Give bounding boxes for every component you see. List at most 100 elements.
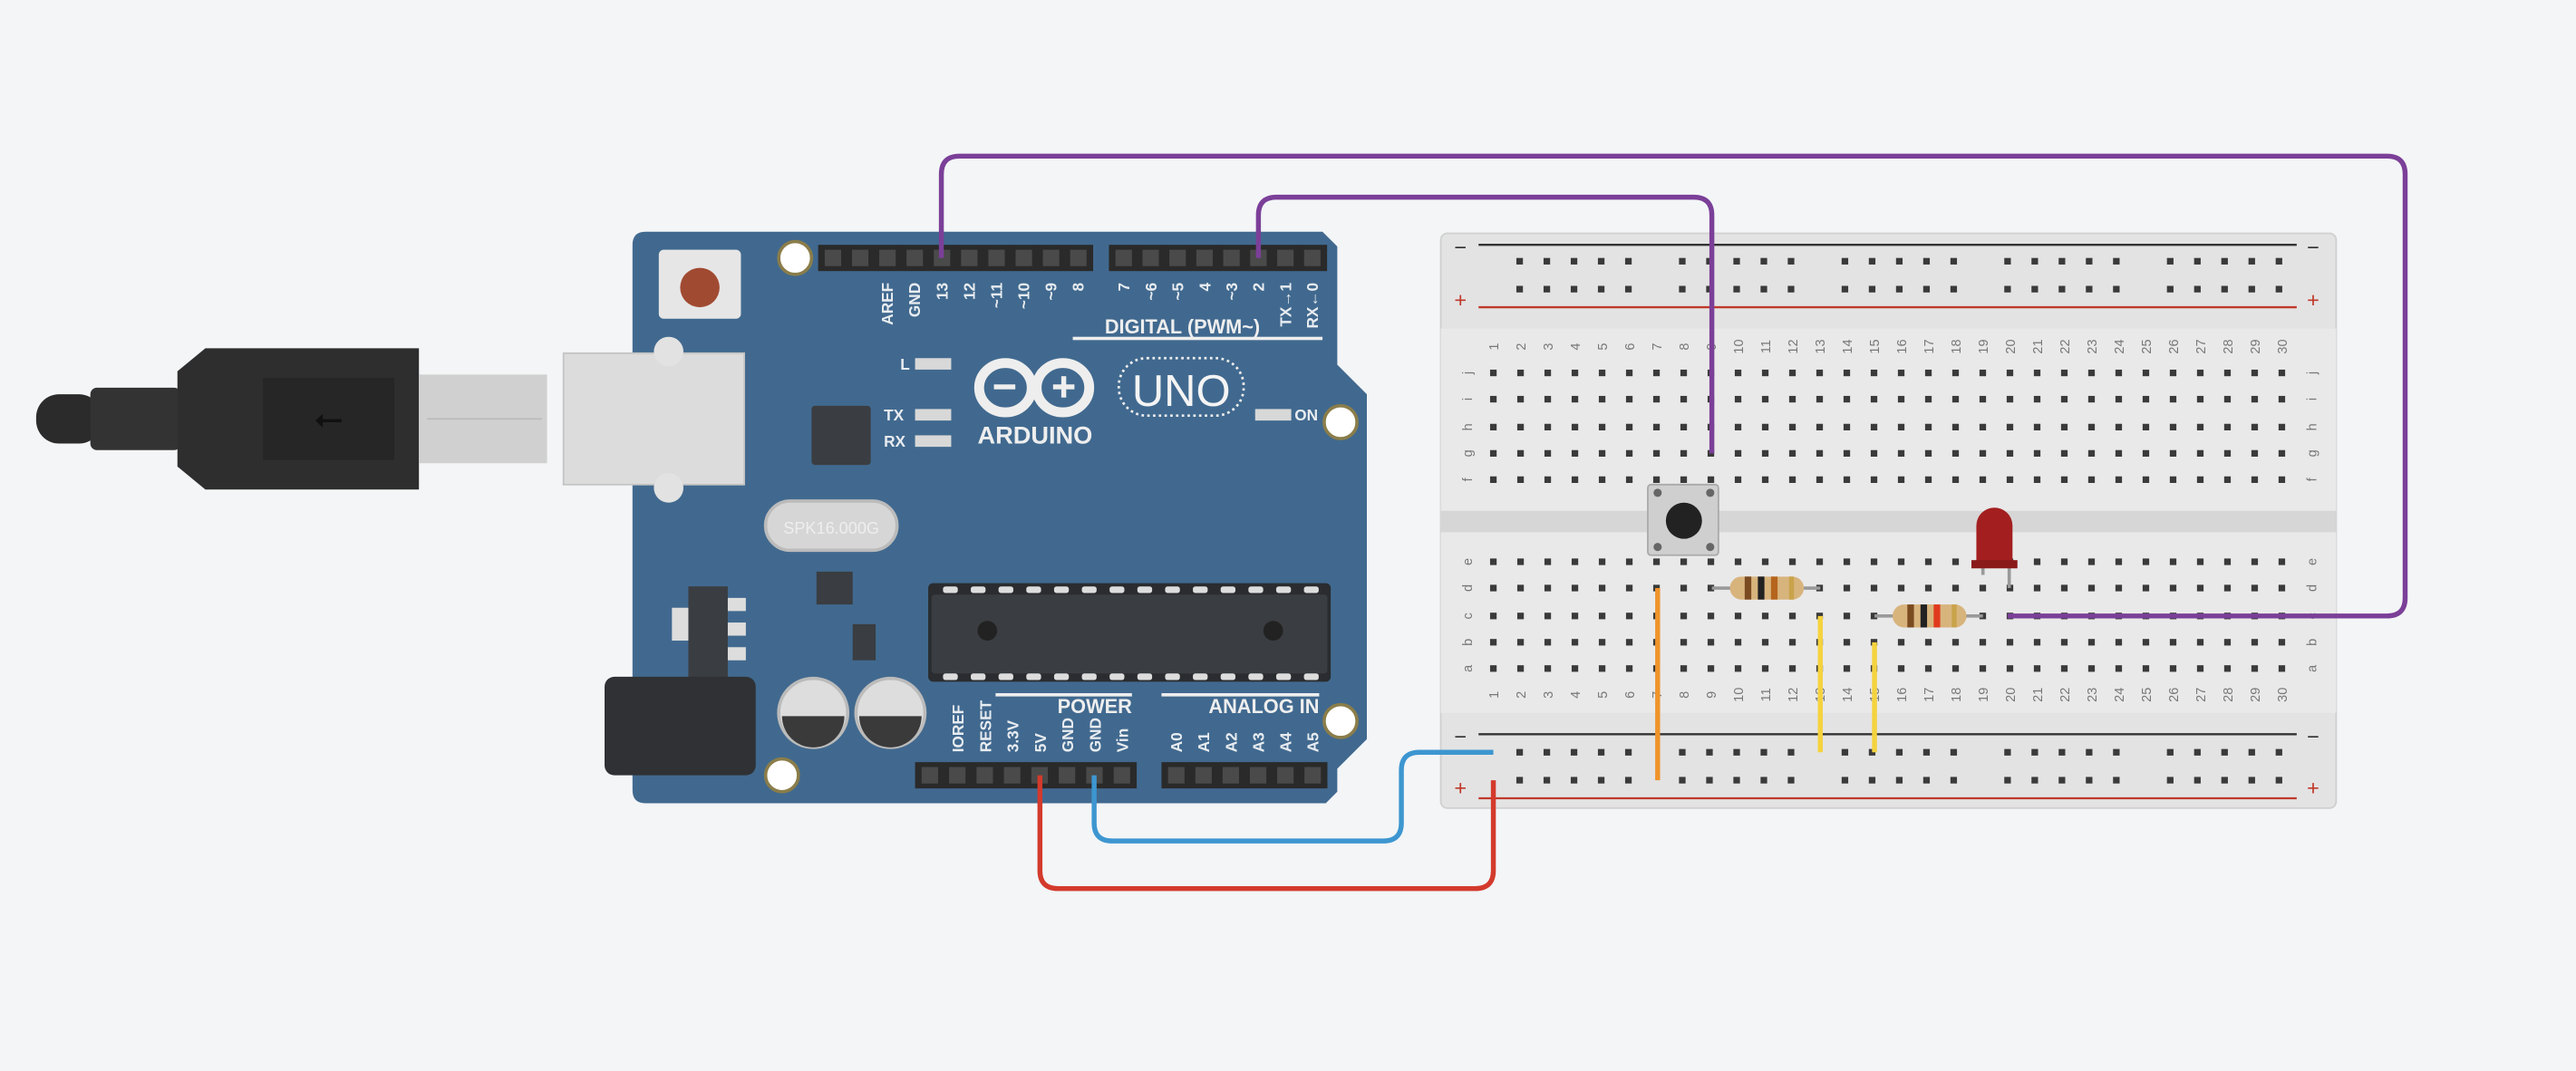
breadboard-hole[interactable] bbox=[1870, 395, 1878, 403]
breadboard-hole[interactable] bbox=[2223, 584, 2232, 592]
rail-hole[interactable] bbox=[2275, 257, 2282, 265]
breadboard-hole[interactable] bbox=[2033, 558, 2041, 565]
breadboard-hole[interactable] bbox=[1571, 639, 1579, 646]
breadboard-hole[interactable] bbox=[1979, 639, 1987, 646]
breadboard-hole[interactable] bbox=[1571, 558, 1579, 565]
breadboard-hole[interactable] bbox=[2142, 476, 2150, 483]
breadboard-hole[interactable] bbox=[1897, 369, 1905, 377]
breadboard-hole[interactable] bbox=[1788, 449, 1796, 457]
rail-hole[interactable] bbox=[2031, 285, 2039, 293]
breadboard-hole[interactable] bbox=[1788, 476, 1796, 483]
breadboard-hole[interactable] bbox=[1707, 613, 1715, 620]
breadboard-hole[interactable] bbox=[1544, 639, 1552, 646]
breadboard-hole[interactable] bbox=[1707, 665, 1715, 672]
header-pin[interactable] bbox=[949, 767, 966, 784]
rail-hole[interactable] bbox=[1760, 257, 1767, 265]
breadboard-hole[interactable] bbox=[1951, 558, 1960, 565]
wires[interactable] bbox=[938, 153, 2408, 892]
breadboard-hole[interactable] bbox=[1924, 395, 1932, 403]
rail-hole[interactable] bbox=[2058, 257, 2066, 265]
rail-hole[interactable] bbox=[1895, 285, 1903, 293]
breadboard-hole[interactable] bbox=[2060, 558, 2068, 565]
breadboard-hole[interactable] bbox=[2033, 449, 2041, 457]
breadboard-hole[interactable] bbox=[1897, 665, 1905, 672]
breadboard-hole[interactable] bbox=[1516, 613, 1525, 620]
breadboard-hole[interactable] bbox=[1897, 423, 1905, 430]
breadboard-hole[interactable] bbox=[2142, 584, 2150, 592]
breadboard-hole[interactable] bbox=[2060, 639, 2068, 646]
rail-hole[interactable] bbox=[2086, 285, 2093, 293]
rail-hole[interactable] bbox=[2004, 777, 2011, 784]
breadboard-hole[interactable] bbox=[1734, 558, 1742, 565]
breadboard-hole[interactable] bbox=[2142, 639, 2150, 646]
breadboard-hole[interactable] bbox=[1924, 639, 1932, 646]
rail-hole[interactable] bbox=[1922, 257, 1931, 265]
rail-hole[interactable] bbox=[2086, 777, 2093, 784]
header-pin[interactable] bbox=[1015, 249, 1032, 266]
breadboard-hole[interactable] bbox=[1843, 639, 1851, 646]
header-pin[interactable] bbox=[851, 249, 869, 266]
header-pin[interactable] bbox=[988, 249, 1005, 266]
breadboard-hole[interactable] bbox=[1516, 584, 1525, 592]
breadboard-hole[interactable] bbox=[1924, 476, 1932, 483]
breadboard-hole[interactable] bbox=[1680, 449, 1688, 457]
breadboard-hole[interactable] bbox=[1870, 423, 1878, 430]
rail-hole[interactable] bbox=[2004, 257, 2011, 265]
breadboard-hole[interactable] bbox=[1734, 395, 1742, 403]
breadboard-hole[interactable] bbox=[1761, 395, 1769, 403]
breadboard-hole[interactable] bbox=[1625, 395, 1633, 403]
breadboard-hole[interactable] bbox=[2278, 476, 2286, 483]
rail-hole[interactable] bbox=[1543, 748, 1551, 756]
breadboard-hole[interactable] bbox=[1924, 558, 1932, 565]
rail-hole[interactable] bbox=[2221, 257, 2228, 265]
breadboard-hole[interactable] bbox=[2033, 423, 2041, 430]
breadboard-hole[interactable] bbox=[2278, 449, 2286, 457]
breadboard-hole[interactable] bbox=[1598, 613, 1606, 620]
breadboard-hole[interactable] bbox=[1951, 423, 1960, 430]
breadboard-hole[interactable] bbox=[1870, 476, 1878, 483]
breadboard-hole[interactable] bbox=[1544, 423, 1552, 430]
breadboard-hole[interactable] bbox=[1924, 449, 1932, 457]
breadboard-hole[interactable] bbox=[1680, 613, 1688, 620]
rail-hole[interactable] bbox=[1624, 257, 1632, 265]
header-pin[interactable] bbox=[1169, 249, 1186, 266]
rail-hole[interactable] bbox=[1950, 285, 1958, 293]
breadboard-hole[interactable] bbox=[2060, 423, 2068, 430]
breadboard-hole[interactable] bbox=[2087, 584, 2096, 592]
breadboard-hole[interactable] bbox=[1489, 369, 1497, 377]
breadboard-hole[interactable] bbox=[1761, 449, 1769, 457]
breadboard-hole[interactable] bbox=[2196, 639, 2204, 646]
header-pin[interactable] bbox=[976, 767, 993, 784]
breadboard-hole[interactable] bbox=[1544, 369, 1552, 377]
rail-hole[interactable] bbox=[1895, 748, 1903, 756]
breadboard-hole[interactable] bbox=[1571, 476, 1579, 483]
breadboard-hole[interactable] bbox=[1625, 665, 1633, 672]
breadboard-hole[interactable] bbox=[1979, 369, 1987, 377]
breadboard-hole[interactable] bbox=[1951, 476, 1960, 483]
rail-hole[interactable] bbox=[1868, 257, 1876, 265]
rail-hole[interactable] bbox=[2031, 257, 2039, 265]
breadboard-hole[interactable] bbox=[2196, 423, 2204, 430]
rail-hole[interactable] bbox=[2221, 748, 2228, 756]
red-led[interactable] bbox=[1971, 507, 2018, 588]
breadboard-hole[interactable] bbox=[2223, 476, 2232, 483]
header-pin[interactable] bbox=[1167, 767, 1185, 784]
rail-hole[interactable] bbox=[1597, 285, 1605, 293]
rail-hole[interactable] bbox=[1597, 748, 1605, 756]
breadboard-hole[interactable] bbox=[1571, 423, 1579, 430]
wire-blue-gnd[interactable] bbox=[1091, 749, 1494, 844]
breadboard-hole[interactable] bbox=[2033, 665, 2041, 672]
breadboard-hole[interactable] bbox=[1897, 558, 1905, 565]
breadboard-hole[interactable] bbox=[1843, 476, 1851, 483]
rail-hole[interactable] bbox=[1624, 285, 1632, 293]
breadboard-hole[interactable] bbox=[1843, 613, 1851, 620]
breadboard-hole[interactable] bbox=[1598, 423, 1606, 430]
breadboard-hole[interactable] bbox=[2033, 476, 2041, 483]
breadboard-hole[interactable] bbox=[1625, 639, 1633, 646]
breadboard-hole[interactable] bbox=[2060, 584, 2068, 592]
breadboard-hole[interactable] bbox=[1544, 476, 1552, 483]
rail-hole[interactable] bbox=[1841, 257, 1849, 265]
breadboard-hole[interactable] bbox=[1598, 395, 1606, 403]
breadboard-hole[interactable] bbox=[2169, 584, 2177, 592]
rail-hole[interactable] bbox=[1706, 777, 1713, 784]
